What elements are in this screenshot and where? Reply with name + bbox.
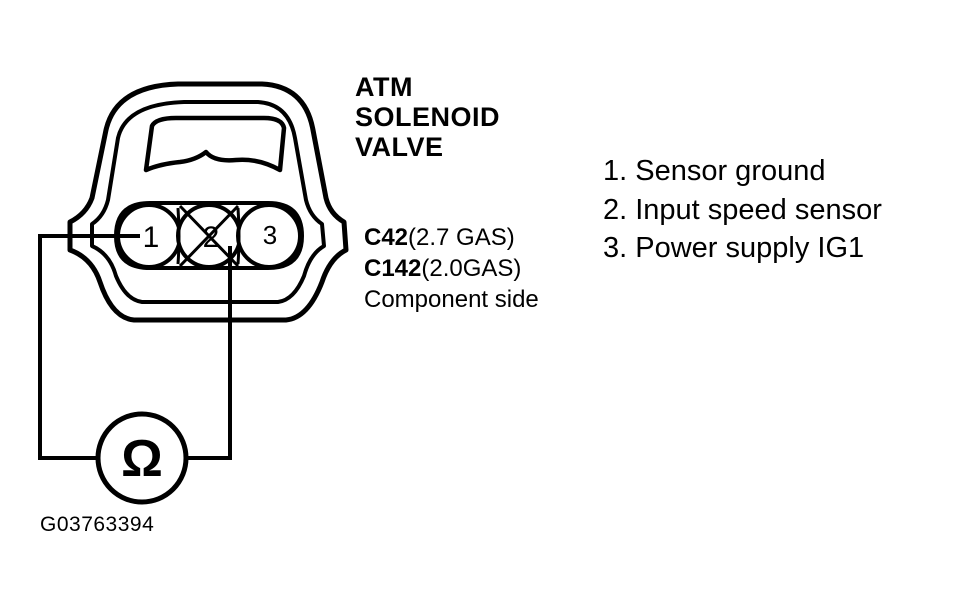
connector-housing-outer — [67, 81, 349, 323]
connector-code-line-2: C142(2.0GAS) — [364, 255, 521, 283]
legend-item-1: 1. Sensor ground — [603, 155, 826, 187]
connector-spec-c142: (2.0GAS) — [421, 255, 522, 282]
connector-latch — [143, 115, 287, 173]
test-lead-pin-1 — [38, 234, 140, 460]
connector-housing-inner — [90, 100, 326, 304]
ohmmeter-icon — [95, 411, 189, 505]
component-title-line-3: VALVE — [355, 132, 444, 162]
pin-label-3: 3 — [263, 220, 277, 250]
connector-side-note: Component side — [364, 286, 539, 313]
connector-code-c42: C42 — [364, 224, 409, 251]
connector-code-line-1: C42(2.7 GAS) — [364, 224, 515, 252]
component-title-line-1: ATM — [355, 72, 413, 102]
legend-item-3: 3. Power supply IG1 — [603, 232, 865, 264]
figure-id: G03763394 — [40, 513, 155, 536]
connector-code-c142: C142 — [364, 255, 422, 282]
component-title-line-2: SOLENOID — [355, 102, 501, 132]
legend-item-2: 2. Input speed sensor — [603, 194, 882, 226]
pin-label-2: 2 — [203, 221, 220, 254]
pin-label-1: 1 — [143, 221, 160, 254]
ohmmeter-symbol: Ω — [121, 430, 163, 488]
connector-spec-c42: (2.7 GAS) — [408, 224, 515, 251]
test-lead-pin-2 — [184, 246, 232, 460]
